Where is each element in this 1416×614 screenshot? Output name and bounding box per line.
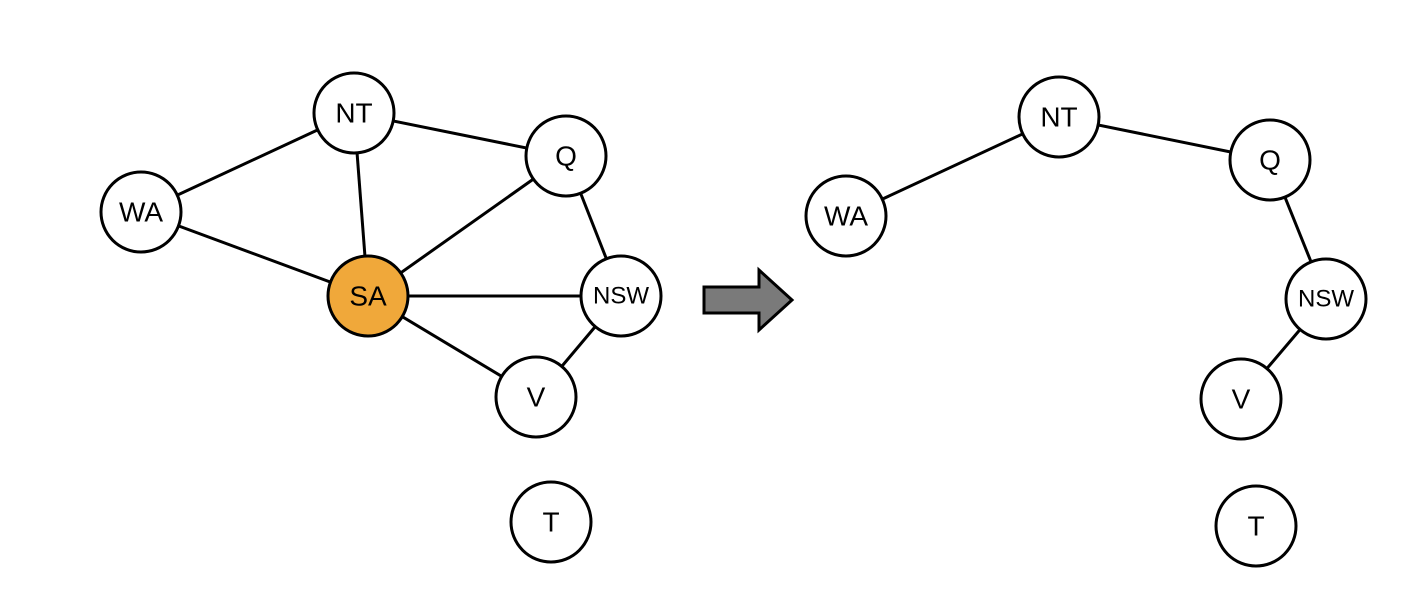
before-node-circle-v: [494, 355, 578, 439]
before-node-q: Q: [524, 114, 608, 198]
before-node-circle-q: [524, 114, 608, 198]
before-node-nsw: NSW: [579, 254, 663, 338]
after-node-v: V: [1199, 357, 1283, 441]
before-node-t: T: [509, 480, 593, 564]
before-node-wa: WA: [99, 170, 183, 254]
after-node-nsw: NSW: [1284, 257, 1368, 341]
before-node-label-wa: WA: [119, 197, 163, 228]
after-node-label-q: Q: [1259, 145, 1281, 176]
graph-after: WA NT Q NSW V T: [804, 75, 1368, 568]
after-node-label-wa: WA: [824, 201, 868, 232]
before-node-circle-wa: [99, 170, 183, 254]
before-node-v: V: [494, 355, 578, 439]
before-node-label-q: Q: [555, 141, 577, 172]
after-node-label-v: V: [1232, 384, 1251, 415]
before-node-label-v: V: [527, 382, 546, 413]
before-node-label-t: T: [542, 507, 559, 538]
after-node-circle-v: [1199, 357, 1283, 441]
after-node-circle-q: [1228, 118, 1312, 202]
after-node-circle-t: [1214, 484, 1298, 568]
before-node-circle-t: [509, 480, 593, 564]
before-node-label-nsw: NSW: [593, 283, 649, 310]
before-node-nt: NT: [312, 71, 396, 155]
before-node-label-nt: NT: [335, 98, 372, 129]
after-node-circle-nsw: [1284, 257, 1368, 341]
after-node-nt: NT: [1017, 75, 1101, 159]
after-node-circle-nt: [1017, 75, 1101, 159]
after-node-t: T: [1214, 484, 1298, 568]
before-node-circle-nt: [312, 71, 396, 155]
graph-before: WA NT Q SA NSW V T: [99, 71, 663, 564]
after-node-label-nt: NT: [1040, 102, 1077, 133]
after-node-circle-wa: [804, 174, 888, 258]
before-node-label-sa: SA: [349, 281, 387, 312]
after-node-label-t: T: [1247, 511, 1264, 542]
before-node-sa: SA: [326, 254, 410, 338]
transition-arrow-icon: [702, 266, 795, 334]
before-node-circle-nsw: [579, 254, 663, 338]
before-node-circle-sa: [326, 254, 410, 338]
after-node-wa: WA: [804, 174, 888, 258]
after-node-label-nsw: NSW: [1298, 286, 1354, 313]
after-node-q: Q: [1228, 118, 1312, 202]
